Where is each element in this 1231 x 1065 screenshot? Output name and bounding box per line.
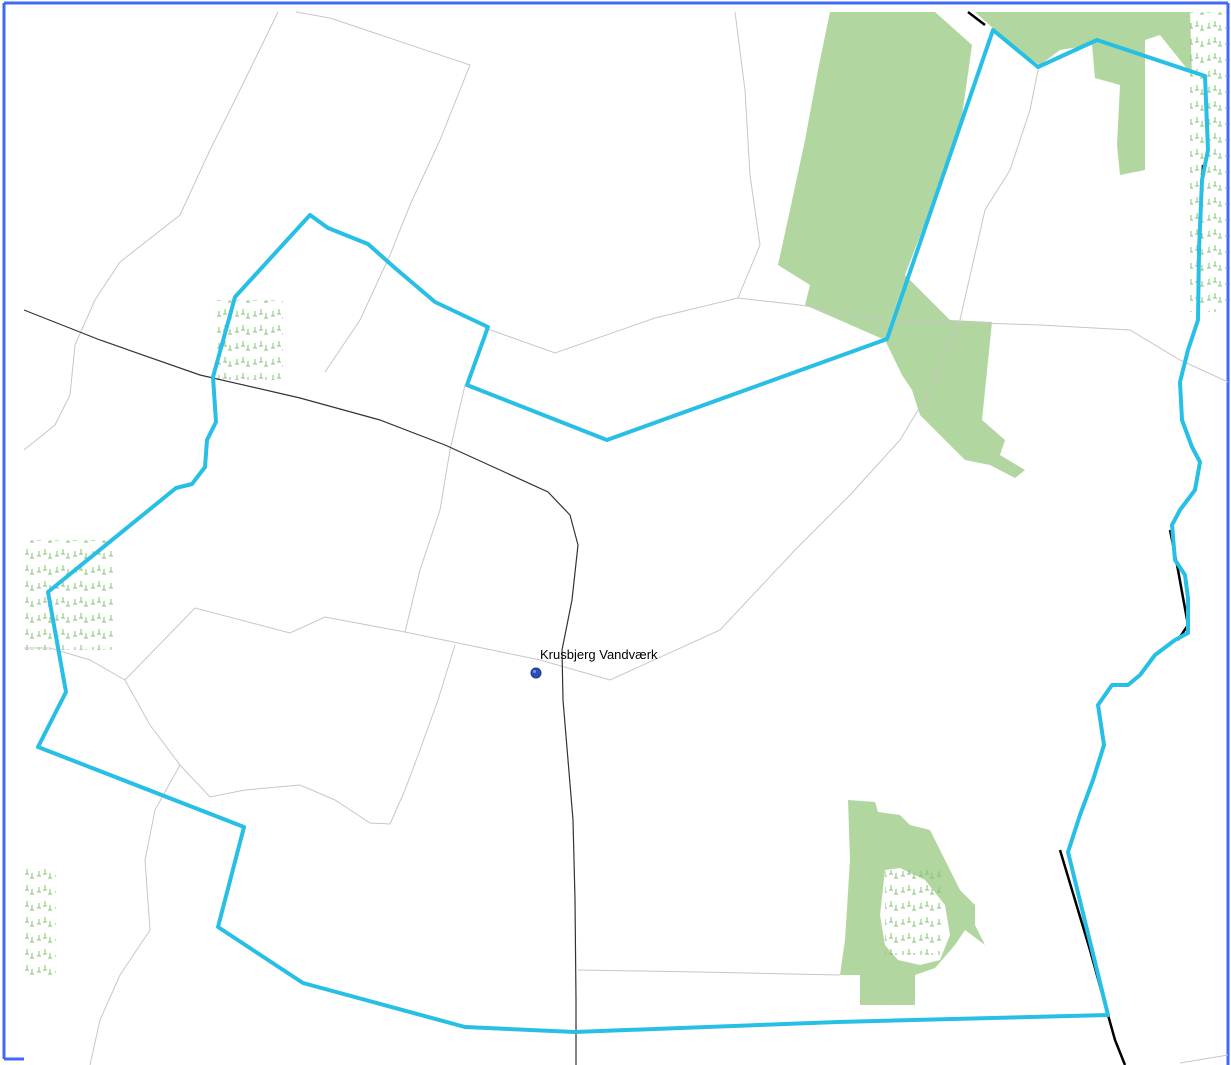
wetland-symbol-icon — [215, 300, 283, 380]
field-line — [484, 11, 761, 354]
forest-area-south — [840, 800, 985, 1005]
major-road — [967, 11, 1205, 1065]
wetland-symbol-icon — [24, 540, 114, 650]
field-line — [404, 384, 466, 633]
field-line — [1179, 1054, 1229, 1064]
field-line — [737, 297, 1229, 383]
place-label: Krusbjerg Vandværk — [540, 647, 658, 662]
forest-areas — [778, 12, 1192, 1005]
wetland-symbol-icon — [885, 870, 943, 955]
forest-area-north — [778, 12, 972, 340]
field-line — [295, 11, 471, 373]
field-line — [23, 11, 279, 451]
road — [23, 309, 579, 1065]
field-lines — [23, 11, 1229, 1065]
wetland-symbol-icon — [1190, 12, 1226, 312]
point-marker-icon[interactable] — [530, 667, 542, 679]
wetland-symbol-icon — [24, 865, 56, 975]
field-line — [124, 679, 391, 825]
supply-area-boundary[interactable] — [36, 28, 1210, 1034]
field-line — [24, 59, 1041, 681]
wetland-areas — [24, 12, 1226, 975]
field-line — [389, 644, 456, 825]
field-line — [89, 764, 181, 1065]
forest-area-northeast — [975, 12, 1192, 175]
forest-area-central-east — [885, 275, 1025, 478]
field-line — [577, 969, 841, 976]
